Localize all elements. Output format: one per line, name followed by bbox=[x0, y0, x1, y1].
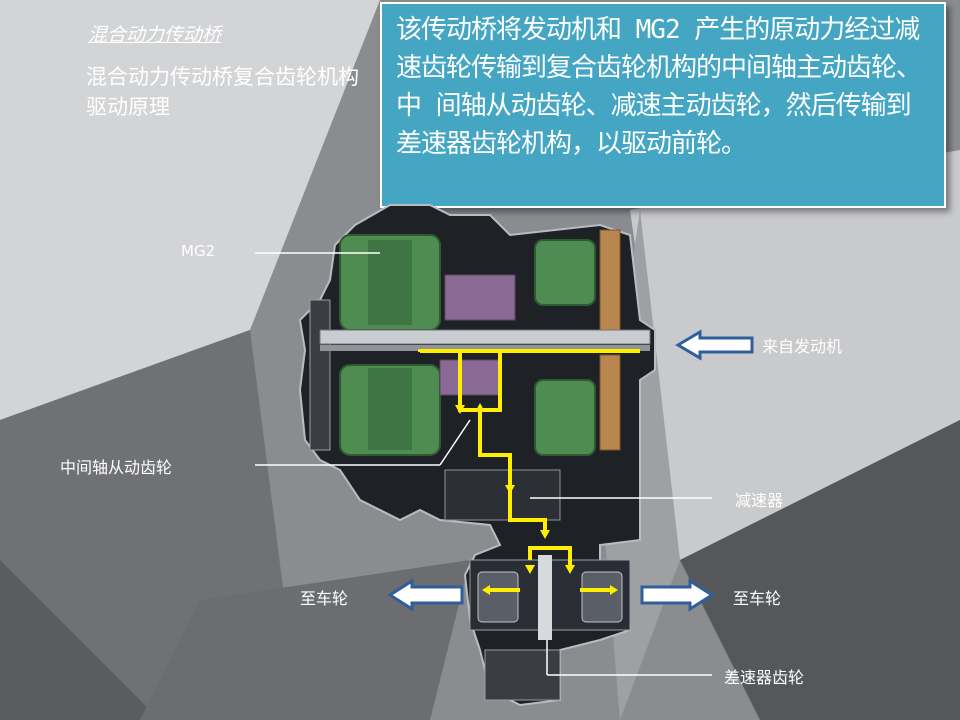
label-reducer: 减速器 bbox=[735, 491, 784, 510]
mg1-motor bbox=[534, 239, 596, 456]
engine-damper bbox=[599, 229, 621, 451]
slide-subtitle: 混合动力传动桥复合齿轮机构驱动原理 bbox=[86, 65, 359, 119]
engine-input-arrow bbox=[675, 329, 754, 361]
power-flow-arrowheads bbox=[455, 403, 618, 595]
main-shaft bbox=[319, 329, 651, 351]
slide-title: 混合动力传动桥 bbox=[88, 24, 222, 46]
label-to-wheel-right: 至车轮 bbox=[733, 589, 782, 608]
callout-text: 该传动桥将发动机和 MG2 产生的原动力经过减速齿轮传输到复合齿轮机构的中间轴主… bbox=[396, 15, 922, 159]
label-counter-driven-gear: 中间轴从动齿轮 bbox=[60, 458, 173, 477]
label-mg2: MG2 bbox=[181, 242, 216, 260]
differential-unit bbox=[477, 555, 623, 640]
label-differential-gear: 差速器齿轮 bbox=[724, 668, 805, 687]
label-engine-input: 来自发动机 bbox=[762, 337, 843, 356]
leader-lines bbox=[255, 252, 712, 676]
left-wheel-output-arrow bbox=[387, 578, 464, 612]
label-to-wheel-left: 至车轮 bbox=[300, 589, 349, 608]
description-callout: 该传动桥将发动机和 MG2 产生的原动力经过减速齿轮传输到复合齿轮机构的中间轴主… bbox=[380, 2, 946, 208]
mg2-motor bbox=[339, 234, 441, 456]
planetary-gear-set bbox=[439, 274, 516, 396]
right-wheel-output-arrow bbox=[640, 578, 715, 612]
